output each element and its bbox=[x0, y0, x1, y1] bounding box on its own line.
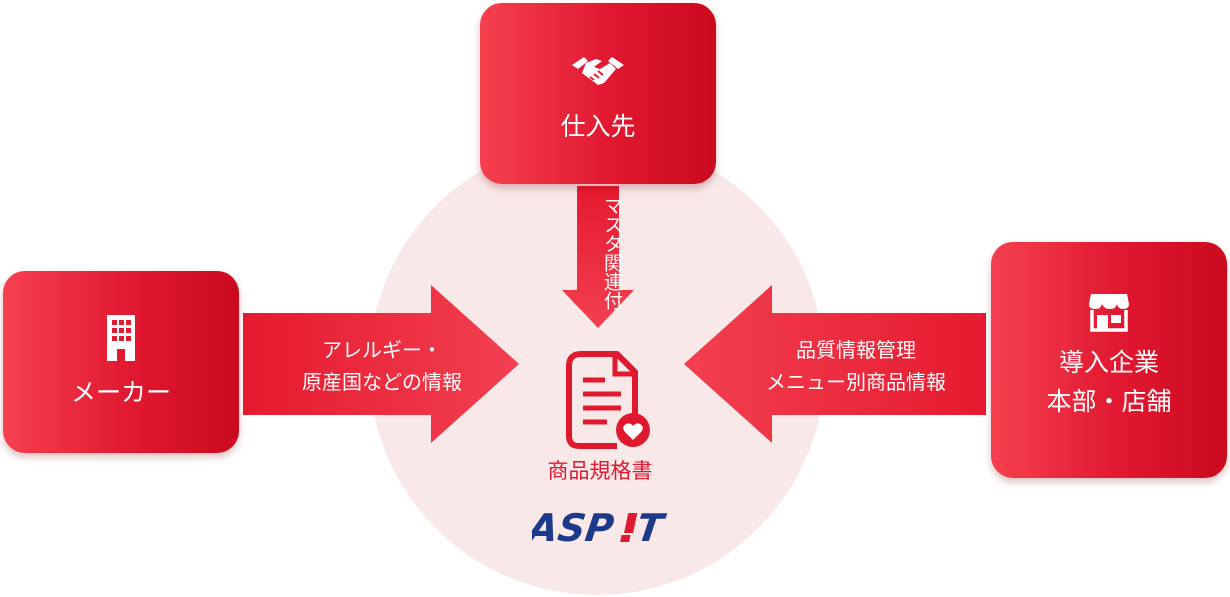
arrow-company-line1: 品質情報管理 bbox=[796, 338, 916, 362]
arrow-maker-text: アレルギー・ 原産国などの情報 bbox=[262, 334, 502, 398]
aspit-logo: ASP T bbox=[532, 507, 669, 549]
arrow-supplier-label: マスタ関連付 bbox=[601, 196, 623, 310]
store-icon bbox=[1089, 294, 1129, 332]
arrow-maker-to-center bbox=[243, 285, 519, 443]
arrow-company-to-center bbox=[684, 285, 986, 443]
company-box: 導入企業 本部・店舗 bbox=[991, 242, 1227, 478]
svg-text:T: T bbox=[634, 507, 669, 549]
maker-box: メーカー bbox=[3, 271, 239, 453]
arrow-maker-line1: アレルギー・ bbox=[322, 338, 442, 362]
arrow-supplier-to-center bbox=[562, 186, 634, 328]
document-heart-icon bbox=[566, 351, 650, 449]
building-icon bbox=[107, 315, 135, 361]
supplier-box: 仕入先 bbox=[480, 3, 716, 184]
arrow-company-line2: メニュー別商品情報 bbox=[766, 370, 946, 394]
supplier-label: 仕入先 bbox=[560, 112, 636, 141]
handshake-icon bbox=[572, 57, 624, 85]
arrow-company-text: 品質情報管理 メニュー別商品情報 bbox=[736, 334, 976, 398]
company-label-line2: 本部・店舗 bbox=[1046, 387, 1172, 416]
document-label: 商品規格書 bbox=[547, 459, 653, 483]
company-label-line1: 導入企業 bbox=[1058, 348, 1159, 377]
arrow-maker-line2: 原産国などの情報 bbox=[302, 370, 462, 394]
maker-label: メーカー bbox=[70, 378, 171, 407]
svg-text:ASP: ASP bbox=[532, 507, 616, 549]
